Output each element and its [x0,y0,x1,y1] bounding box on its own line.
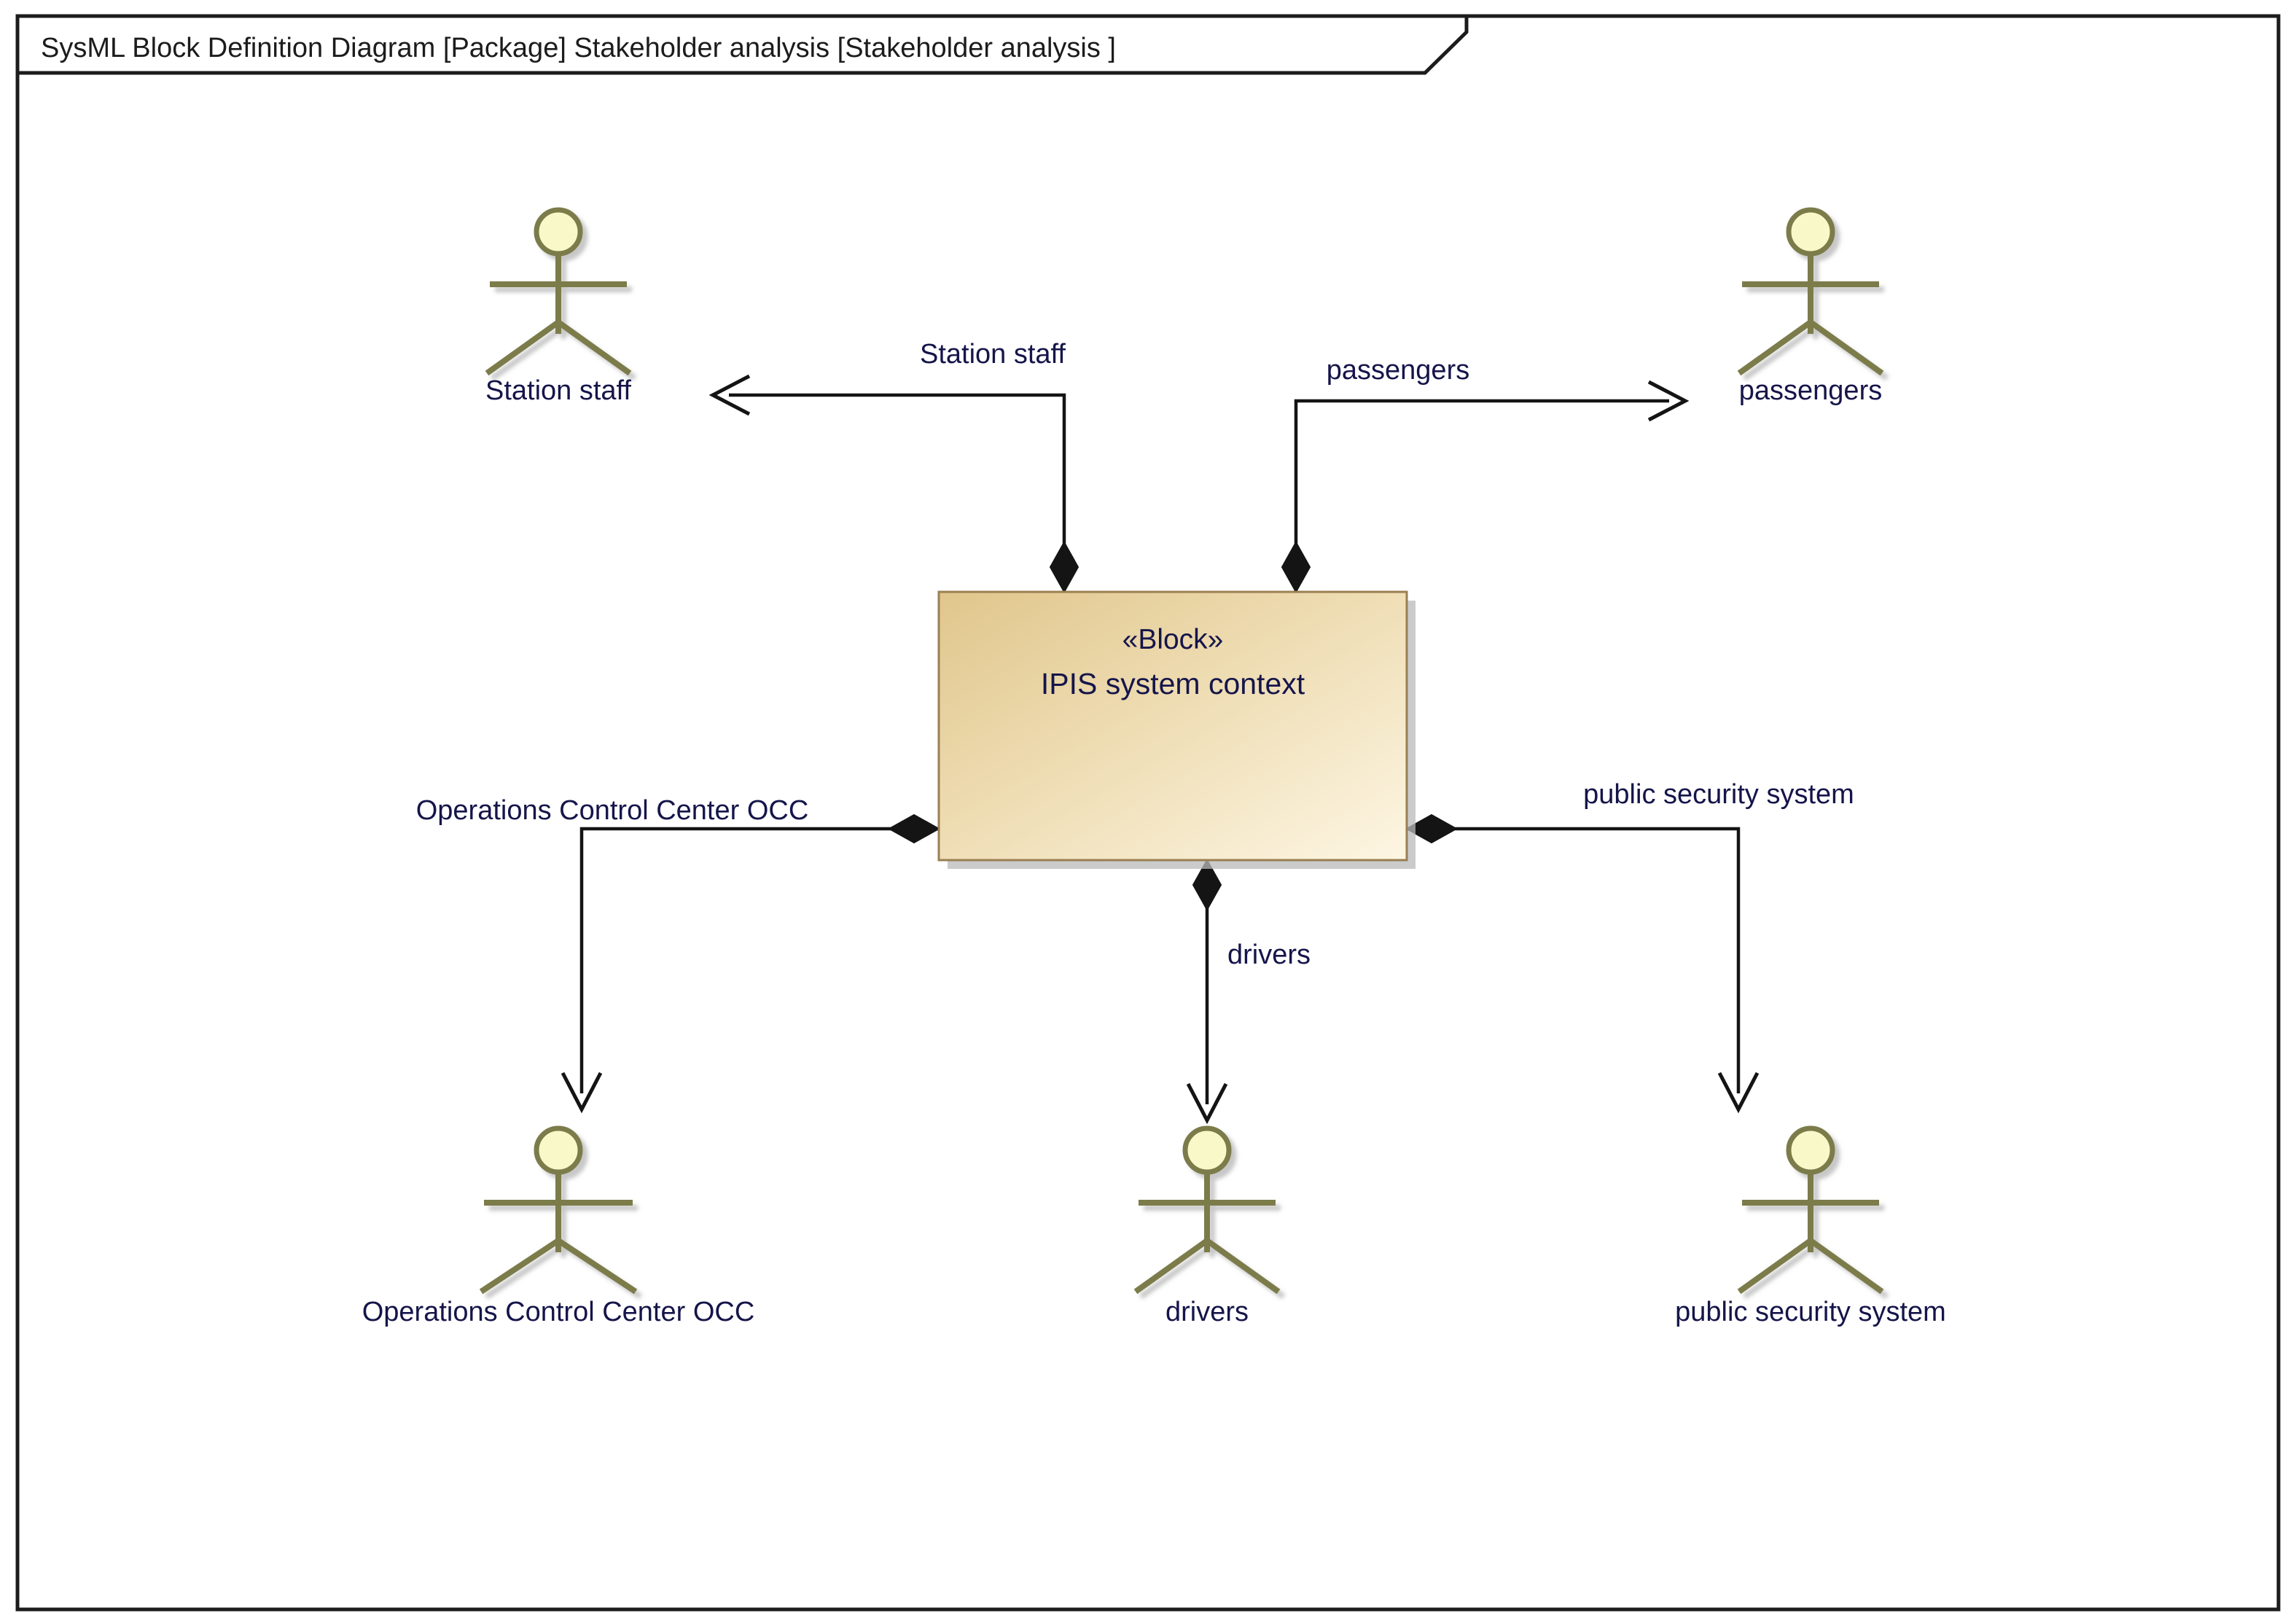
block-ipis-system-context[interactable]: «Block» IPIS system context [937,590,1416,869]
conn-station-staff-label: Station staff [920,339,1066,370]
frame-title-tab [17,16,1469,75]
actor-drivers[interactable] [1133,1125,1281,1295]
actor-passengers-legs [1737,319,1884,376]
conn-drivers[interactable]: drivers [1186,858,1311,1125]
block-name-label: IPIS system context [1041,667,1305,700]
actor-occ-legs [479,1238,638,1295]
block-body [937,590,1408,862]
actor-drivers-head [1182,1125,1232,1175]
conn-occ-path [579,827,939,1093]
conn-public-security-system[interactable]: public security system [1405,779,1854,1114]
actor-station-staff-legs [485,319,632,376]
conn-occ-arrowhead [561,1071,603,1114]
conn-occ-diamond [887,813,941,844]
frame-title-text: SysML Block Definition Diagram [Package]… [41,33,1116,63]
conn-station-staff[interactable]: Station staff [708,339,1079,594]
actor-operations-control-center-occ[interactable] [479,1125,638,1295]
actor-pss-head [1786,1125,1835,1175]
conn-station-staff-diamond [1049,540,1079,594]
conn-occ-label: Operations Control Center OCC [416,795,809,826]
conn-passengers-diamond [1281,540,1311,594]
conn-pss-label: public security system [1583,779,1854,810]
conn-pss-path [1407,827,1741,1093]
conn-pss-arrowhead [1717,1071,1760,1114]
conn-passengers[interactable]: passengers [1281,355,1690,594]
actor-passengers-head [1786,207,1835,257]
actor-public-security-system[interactable] [1737,1125,1884,1295]
actor-occ-label: Operations Control Center OCC [362,1297,755,1327]
conn-station-staff-arrowhead [708,374,751,416]
actor-passengers[interactable] [1737,207,1884,376]
conn-pss-diamond [1405,813,1459,844]
conn-operations-control-center-occ[interactable]: Operations Control Center OCC [416,795,941,1114]
conn-drivers-label: drivers [1227,940,1311,970]
conn-passengers-arrowhead [1647,380,1690,422]
actor-station-staff[interactable] [485,207,632,376]
conn-drivers-arrowhead [1186,1082,1228,1125]
actor-drivers-label: drivers [1165,1297,1249,1327]
actor-station-staff-head [534,207,583,257]
actor-pss-label: public security system [1675,1297,1946,1327]
conn-passengers-path [1294,399,1669,592]
actor-occ-head [534,1125,583,1175]
actor-pss-legs [1737,1238,1884,1295]
actor-station-staff-label: Station staff [485,375,631,406]
conn-station-staff-path [729,393,1066,592]
actor-passengers-label: passengers [1739,375,1882,406]
actor-drivers-legs [1133,1238,1281,1295]
conn-drivers-diamond [1192,858,1222,912]
conn-passengers-label: passengers [1327,355,1469,386]
block-stereotype-label: «Block» [1122,624,1224,655]
